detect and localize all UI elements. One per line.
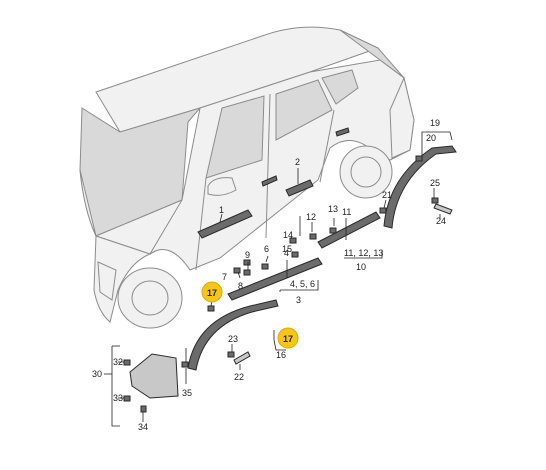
label-20: 20: [426, 133, 436, 143]
label-11: 11: [342, 207, 351, 217]
side-mirror: [207, 177, 237, 196]
part-2-rear-door-trim: [285, 179, 314, 197]
label-10: 10: [356, 262, 366, 272]
clip-12: [309, 233, 317, 240]
clip-21: [379, 207, 387, 214]
label-4-5-6: 4, 5, 6: [290, 279, 315, 289]
label-15: 15: [282, 244, 292, 254]
clip-14: [289, 237, 297, 244]
label-11-12-13: 11, 12, 13: [344, 248, 383, 258]
leader-lines: [104, 131, 453, 427]
label-16: 16: [276, 350, 286, 360]
part-labels: 1 2 3 4, 5, 6 4 6 7 8 9 10 11, 12, 13 11…: [92, 118, 446, 432]
label-25: 25: [430, 178, 440, 188]
front-door-window: [205, 95, 265, 179]
callout-17-front-highlight: [201, 281, 223, 303]
label-22: 22: [234, 372, 244, 382]
label-34: 34: [138, 422, 148, 432]
label-32: 32: [113, 357, 123, 367]
rear-wheel-rim: [350, 156, 382, 188]
clip-6: [261, 263, 269, 270]
grille: [97, 261, 117, 301]
label-2: 2: [295, 157, 300, 167]
label-30: 30: [92, 369, 102, 379]
label-7: 7: [222, 272, 227, 282]
rear-wheel: [339, 145, 393, 199]
part-19-rear-arch-trim: [383, 145, 457, 229]
part-11-sill-trim-rear: [317, 211, 381, 249]
label-13: 13: [328, 204, 338, 214]
clip-25: [431, 197, 439, 204]
label-24: 24: [436, 216, 446, 226]
rear-door-handle: [335, 127, 350, 137]
rear-bumper: [389, 76, 415, 159]
label-17-front: 17: [207, 288, 217, 298]
part-1-front-door-trim: [197, 209, 253, 239]
label-8: 8: [238, 281, 243, 291]
clip-34: [140, 405, 147, 413]
label-3: 3: [296, 295, 301, 305]
callout-17-arch-highlight: [277, 327, 299, 349]
part-16-wheel-arch-trim: [187, 299, 279, 371]
clip-35: [181, 361, 189, 368]
clip-23: [227, 351, 235, 358]
car-body: [79, 26, 415, 329]
label-14: 14: [283, 230, 293, 240]
label-4: 4: [284, 248, 289, 258]
clip-33: [123, 395, 131, 402]
label-21: 21: [382, 190, 392, 200]
clip-8: [243, 269, 251, 276]
clip-17a: [207, 305, 215, 312]
label-35: 35: [182, 388, 192, 398]
part-4-sill-trim: [227, 257, 323, 301]
quarter-window: [321, 69, 359, 105]
label-33: 33: [113, 393, 123, 403]
clip-9: [243, 259, 251, 266]
label-9: 9: [245, 250, 250, 260]
rear-door-window: [275, 79, 333, 141]
label-1: 1: [219, 205, 224, 215]
front-wheel: [117, 267, 183, 329]
label-17-arch: 17: [283, 334, 293, 344]
front-door-handle: [261, 175, 278, 187]
part-22-clip-trim: [233, 351, 251, 365]
label-12: 12: [306, 212, 316, 222]
clip-15: [291, 251, 299, 258]
part-24-clip: [433, 203, 453, 215]
b-pillar-line: [265, 93, 271, 239]
label-23: 23: [228, 334, 238, 344]
clip-13: [329, 227, 337, 234]
clip-20: [415, 155, 423, 162]
part-30-bracket: [129, 353, 179, 399]
label-19: 19: [430, 118, 440, 128]
clip-32: [123, 359, 131, 366]
front-bumper: [93, 235, 152, 323]
label-6: 6: [264, 244, 269, 254]
rear-door-line: [319, 109, 335, 183]
front-door-line: [195, 177, 207, 271]
front-wheel-rim: [131, 280, 169, 316]
clip-7: [233, 267, 241, 274]
parts: [123, 145, 457, 413]
